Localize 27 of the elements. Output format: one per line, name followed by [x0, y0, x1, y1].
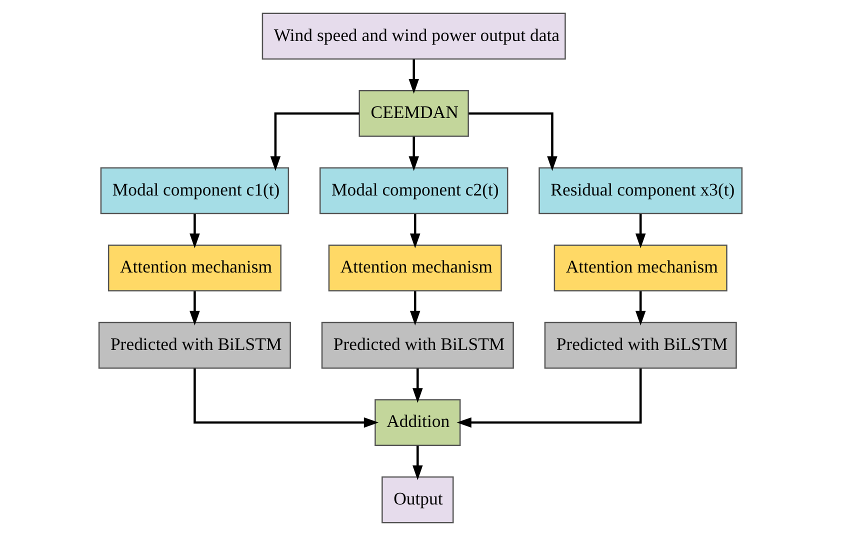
arrow: [456, 368, 642, 428]
node-box: Output: [382, 476, 454, 524]
node-box: Predicted with BiLSTM: [98, 322, 291, 369]
arrow: [412, 446, 423, 480]
node-box: Modal component c2(t): [319, 167, 508, 214]
arrow: [408, 136, 419, 172]
arrow: [468, 112, 558, 171]
node-box: Modal component c1(t): [100, 167, 290, 214]
arrow: [190, 214, 200, 248]
node-box: Wind speed and wind power output data: [262, 12, 566, 60]
node-box: CEEMDAN: [358, 90, 469, 137]
node-box: Addition: [374, 399, 461, 446]
node-box: Attention mechanism: [108, 244, 282, 292]
arrow: [635, 291, 646, 326]
arrow: [635, 214, 646, 248]
arrow: [194, 368, 379, 428]
arrow: [190, 291, 200, 326]
arrow: [408, 59, 419, 94]
arrow: [412, 368, 423, 403]
node-box: Residual component x3(t): [538, 167, 743, 214]
node-box: Attention mechanism: [328, 244, 502, 292]
node-box: Predicted with BiLSTM: [544, 322, 737, 369]
node-box: Attention mechanism: [554, 244, 728, 292]
node-box: Predicted with BiLSTM: [321, 322, 514, 369]
arrow: [410, 214, 420, 248]
arrow: [270, 112, 360, 171]
arrow: [410, 291, 420, 326]
